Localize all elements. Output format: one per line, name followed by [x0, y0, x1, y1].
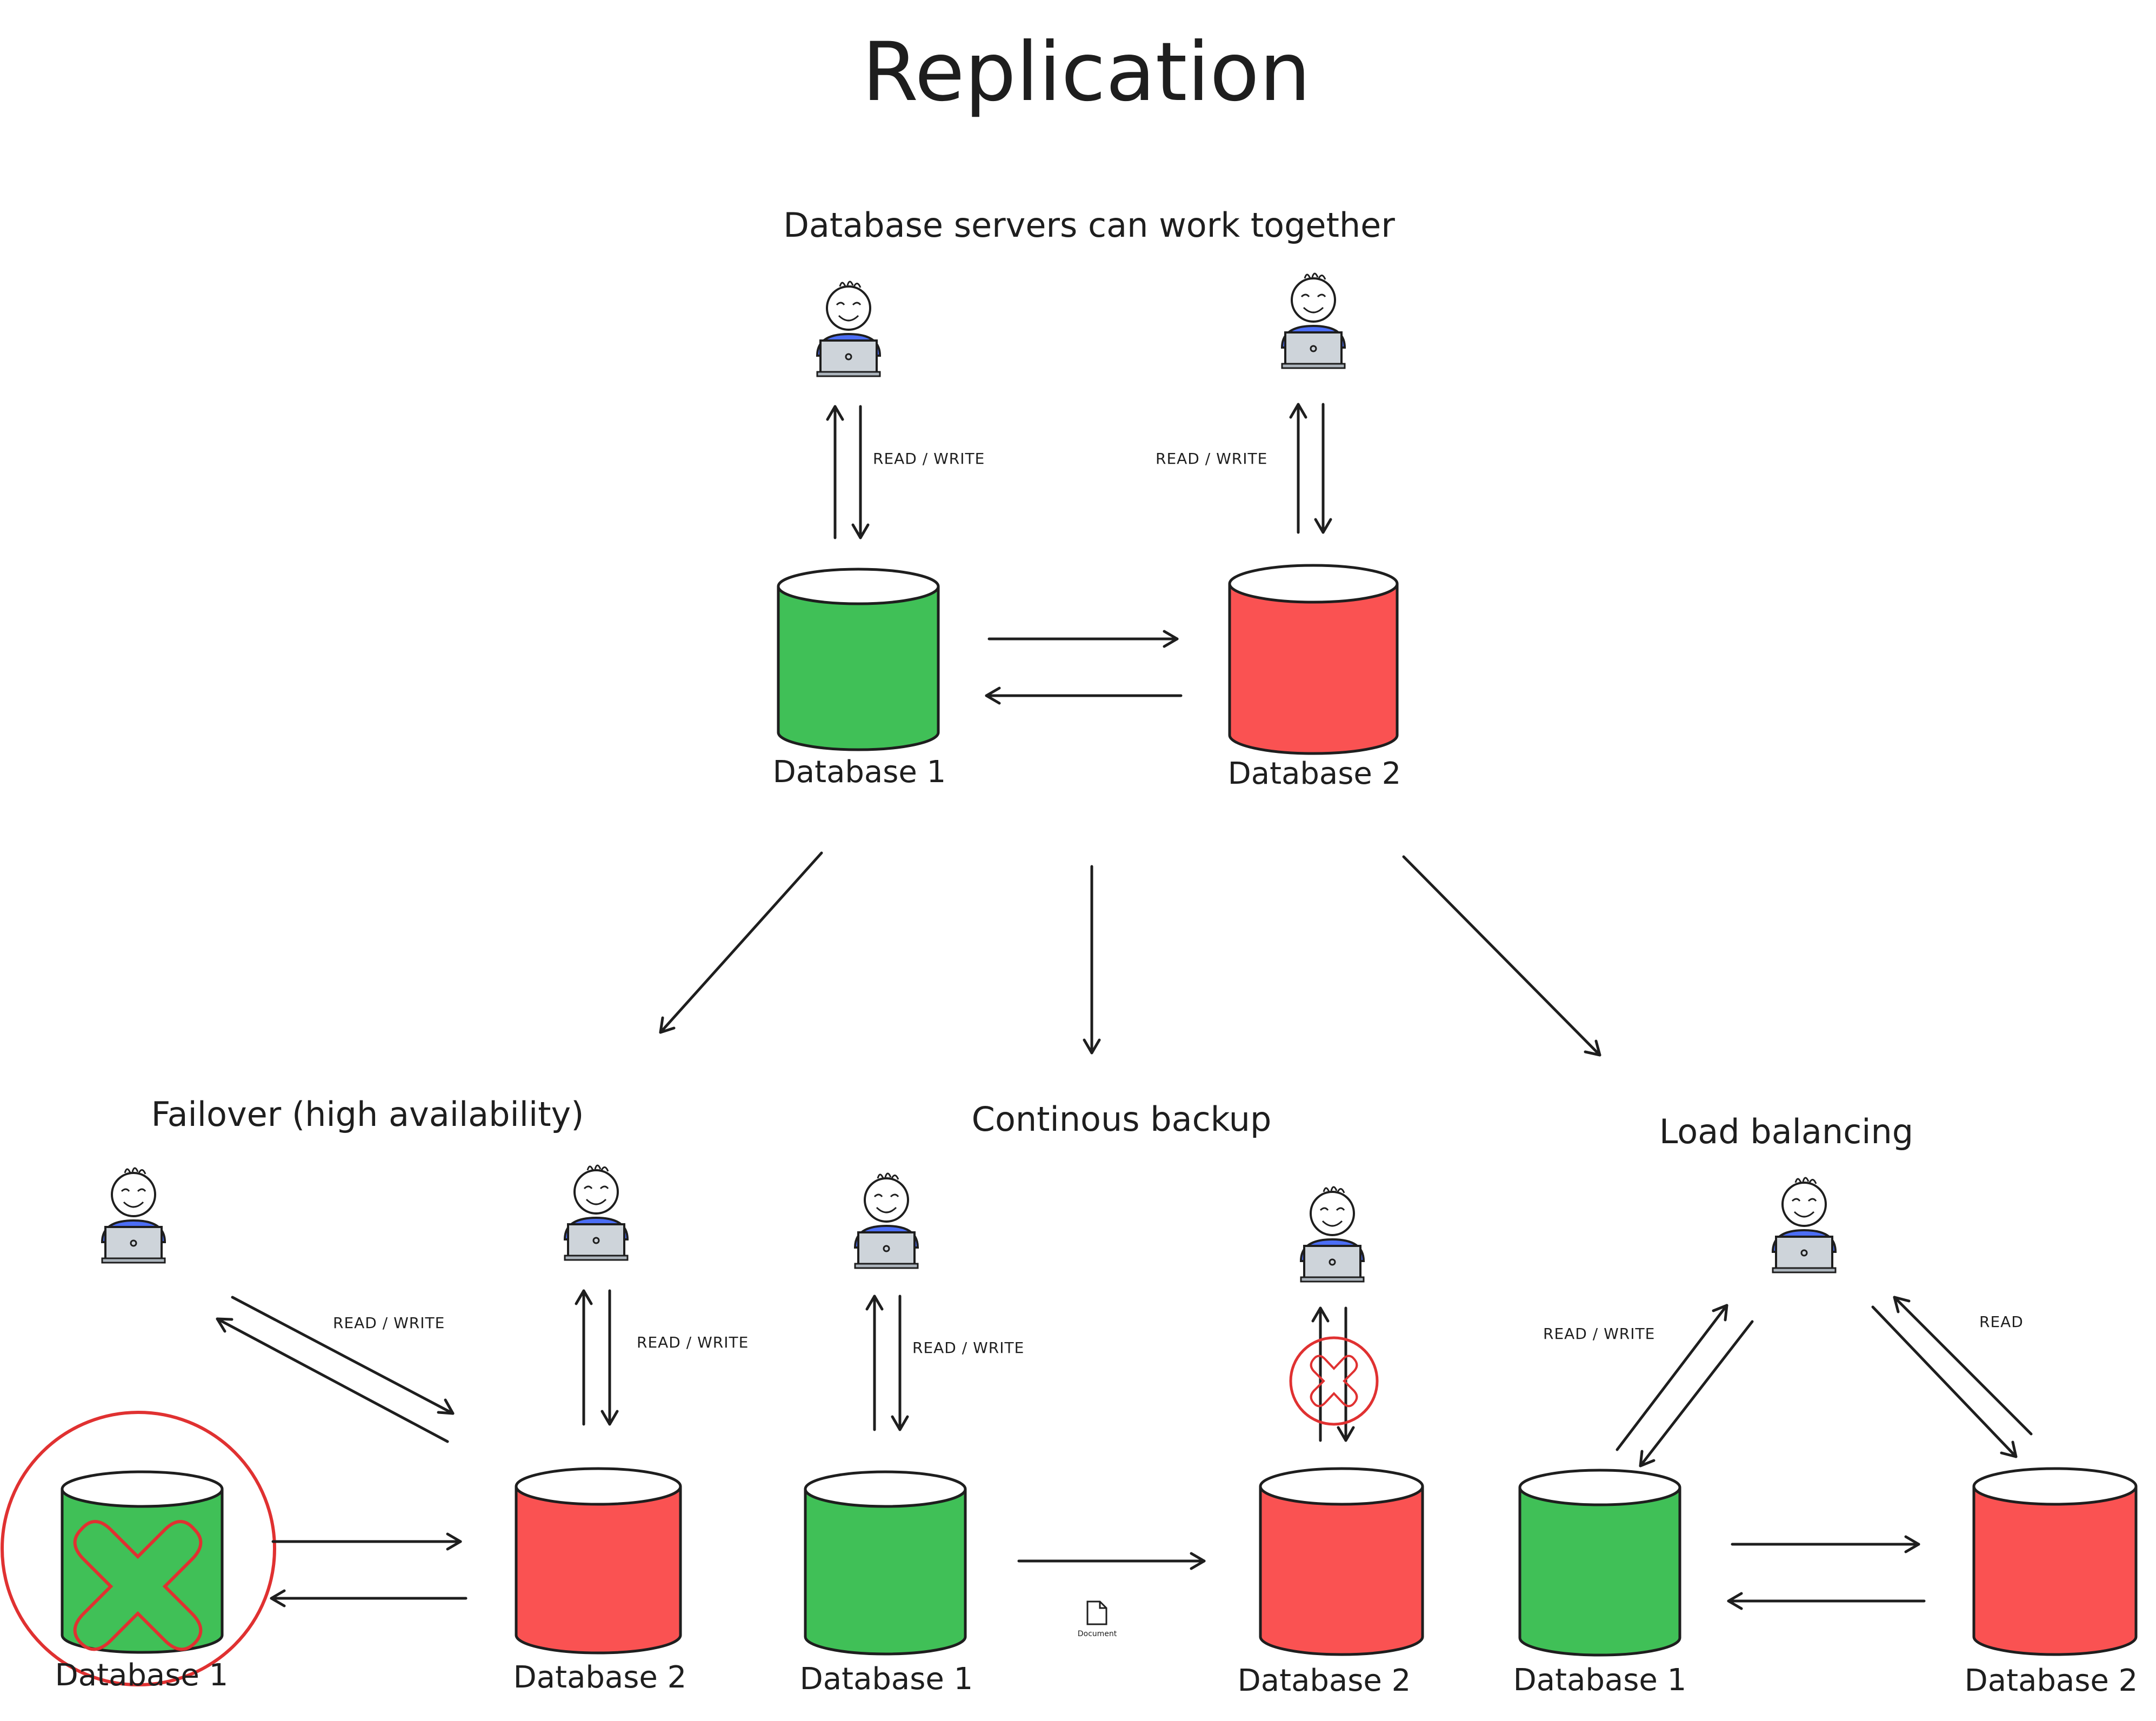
failure-x-icon — [1310, 1355, 1358, 1408]
failure-x-icon — [73, 1520, 203, 1651]
rw-label-lb-db1: READ / WRITE — [1543, 1325, 1655, 1343]
lb-db1-label: Database 1 — [1513, 1663, 1687, 1698]
read-write-arrows-db1 — [826, 405, 870, 539]
lb-db2-read-arrows — [1871, 1296, 2033, 1458]
top-db2-label: Database 2 — [1228, 756, 1401, 791]
blocked-circle-icon — [1289, 1336, 1379, 1426]
branch-arrows — [659, 851, 1601, 1057]
user-laptop-icon — [1281, 272, 1346, 369]
lb-db1-rw-arrows — [1616, 1304, 1754, 1467]
rw-label-backup-db1: READ / WRITE — [912, 1339, 1024, 1357]
rw-label-failover-db2: READ / WRITE — [637, 1333, 749, 1351]
user-laptop-icon — [101, 1167, 166, 1264]
backup-replication-arrow — [1017, 1552, 1206, 1570]
read-write-arrows-db2 — [1289, 403, 1332, 534]
backup-db2-blocked-arrows — [1311, 1306, 1355, 1442]
database-icon — [804, 1470, 967, 1656]
top-heading: Database servers can work together — [783, 205, 1395, 245]
lb-db2-label: Database 2 — [1965, 1663, 2138, 1698]
replication-arrows-top — [985, 630, 1183, 705]
backup-db2-label: Database 2 — [1238, 1663, 1411, 1698]
failover-diagonal-arrows — [216, 1296, 455, 1443]
user-laptop-icon — [816, 281, 881, 377]
document-label: Document — [1078, 1630, 1117, 1638]
user-laptop-icon — [1300, 1186, 1365, 1283]
lb-replication-arrows — [1727, 1535, 1926, 1610]
rw-label-top-left: READ / WRITE — [873, 450, 985, 468]
database-icon — [777, 568, 940, 751]
database-icon — [1972, 1467, 2138, 1656]
rw-label-failover-diag: READ / WRITE — [333, 1314, 445, 1332]
top-db1-label: Database 1 — [773, 755, 946, 790]
rw-label-top-right: READ / WRITE — [1156, 450, 1267, 468]
user-laptop-icon — [564, 1164, 629, 1261]
backup-db1-label: Database 1 — [800, 1662, 973, 1697]
backup-db1-rw-arrows — [865, 1295, 909, 1431]
failover-replication-arrows — [270, 1532, 468, 1607]
database-icon — [1228, 564, 1399, 755]
backup-heading: Continous backup — [972, 1099, 1272, 1139]
page-title: Replication — [862, 25, 1311, 119]
failover-db2-rw-arrows — [575, 1289, 619, 1426]
read-label-lb-db2: READ — [1979, 1313, 2024, 1331]
user-laptop-icon — [1772, 1177, 1837, 1273]
database-icon — [1518, 1469, 1681, 1657]
database-icon — [61, 1470, 224, 1654]
database-icon — [515, 1467, 682, 1655]
failover-db2-label: Database 2 — [513, 1660, 687, 1695]
failover-heading: Failover (high availability) — [151, 1095, 584, 1134]
user-laptop-icon — [854, 1172, 919, 1269]
failover-db1-label: Database 1 — [55, 1658, 229, 1693]
failure-circle-icon — [1, 1411, 276, 1686]
loadbalancing-heading: Load balancing — [1659, 1112, 1913, 1151]
database-icon — [1259, 1467, 1424, 1656]
document-icon — [1086, 1600, 1107, 1625]
